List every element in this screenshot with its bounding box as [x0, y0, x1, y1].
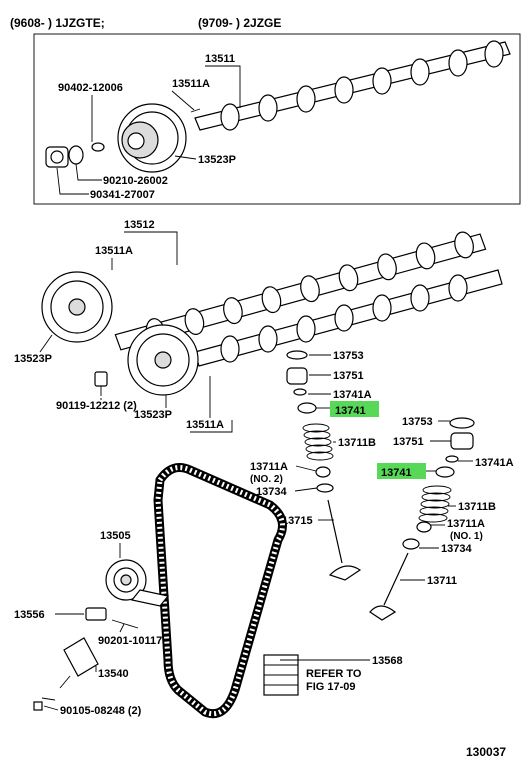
leader-13511A-top: [171, 90, 195, 111]
leader-13523P-left: [39, 334, 53, 353]
bolt-13556: [85, 607, 107, 621]
stud-90201-10117: [111, 619, 139, 629]
leader-13734-a: [294, 487, 318, 492]
idler-13505: [105, 559, 170, 607]
leader-90341: [56, 167, 89, 195]
label-13711A-b-note: (NO. 1): [450, 531, 483, 542]
pin-90402-12006: [91, 142, 105, 152]
leader-13711A-a: [295, 465, 317, 472]
label-90201-10117: 90201-10117: [98, 635, 162, 647]
leader-13523P-top: [174, 155, 197, 160]
label-13511A-mid: 13511A: [95, 245, 133, 257]
label-13511A-top: 13511A: [172, 78, 210, 90]
label-13741-b: 13741: [381, 467, 412, 479]
label-13741-a: 13741: [335, 405, 366, 417]
bolt-90341-27007: [45, 146, 69, 168]
label-90402-12006: 90402-12006: [58, 82, 123, 94]
cam-pulley-13523P-left: [41, 271, 113, 343]
label-13540: 13540: [98, 668, 129, 680]
label-13511A-low: 13511A: [186, 419, 224, 431]
label-13523P-top: 13523P: [198, 154, 236, 166]
label-13523P-mid: 13523P: [134, 409, 172, 421]
camshaft-13511: [194, 40, 511, 131]
label-13741A-a: 13741A: [333, 389, 372, 401]
label-13711A-a: 13711A: [250, 461, 288, 473]
valve-train-b: [369, 417, 475, 621]
bolt-90105-08248: [33, 697, 56, 711]
label-13753-a: 13753: [333, 350, 364, 362]
belt-reference-icon: [263, 654, 299, 696]
label-13753-b: 13753: [402, 416, 433, 428]
cam-gear-13523P-top: [117, 103, 187, 173]
label-13556: 13556: [14, 609, 45, 621]
valve-train-a: [286, 350, 362, 581]
label-13711B-b: 13711B: [458, 501, 496, 513]
timing-belt-13568: [153, 463, 287, 719]
label-13711A-a-note: (NO. 2): [250, 474, 283, 485]
label-13715: 13715: [282, 515, 313, 527]
label-13512: 13512: [124, 219, 155, 231]
label-refer-fig: FIG 17-09: [306, 681, 356, 693]
label-13711B-a: 13711B: [338, 437, 376, 449]
pin-13511A-top: [190, 108, 201, 113]
label-13734-b: 13734: [441, 543, 472, 555]
cam-pulley-13523P-mid: [127, 324, 199, 396]
leader-90210: [75, 163, 102, 181]
label-90119-12212: 90119-12212 (2): [56, 400, 137, 412]
leader-90105: [43, 705, 59, 711]
label-13741A-b: 13741A: [475, 457, 514, 469]
washer-90210-26002: [68, 145, 84, 165]
label-13711: 13711: [427, 575, 457, 587]
label-90210-26002: 90210-26002: [103, 175, 168, 187]
label-13511-top: 13511: [205, 53, 235, 65]
label-13505: 13505: [100, 530, 131, 542]
label-13523P-left: 13523P: [14, 353, 52, 365]
label-13751-a: 13751: [333, 370, 364, 382]
leader-13511: [205, 65, 241, 108]
bolt-90119-12212: [94, 371, 108, 396]
figure-code: 130037: [466, 745, 506, 759]
leader-90201: [119, 623, 125, 633]
highlight-13741-b: [377, 463, 426, 479]
label-90341-27007: 90341-27007: [90, 189, 155, 201]
header-2jzge: (9709- ) 2JZGE: [198, 16, 281, 30]
label-90105-08248: 90105-08248 (2): [60, 705, 142, 717]
highlight-13741-a: [330, 401, 379, 417]
label-13751-b: 13751: [393, 436, 424, 448]
label-13734-a: 13734: [256, 486, 287, 498]
label-13568: 13568: [372, 655, 403, 667]
tensioner-13540: [59, 637, 99, 689]
top-assembly-frame: [33, 33, 521, 205]
leader-13511A-low: [190, 376, 233, 433]
header-1jzgte: (9608- ) 1JZGTE;: [10, 16, 105, 30]
leader-13512: [124, 231, 178, 265]
label-refer-to: REFER TO: [306, 668, 362, 680]
label-13711A-b: 13711A: [447, 518, 485, 530]
